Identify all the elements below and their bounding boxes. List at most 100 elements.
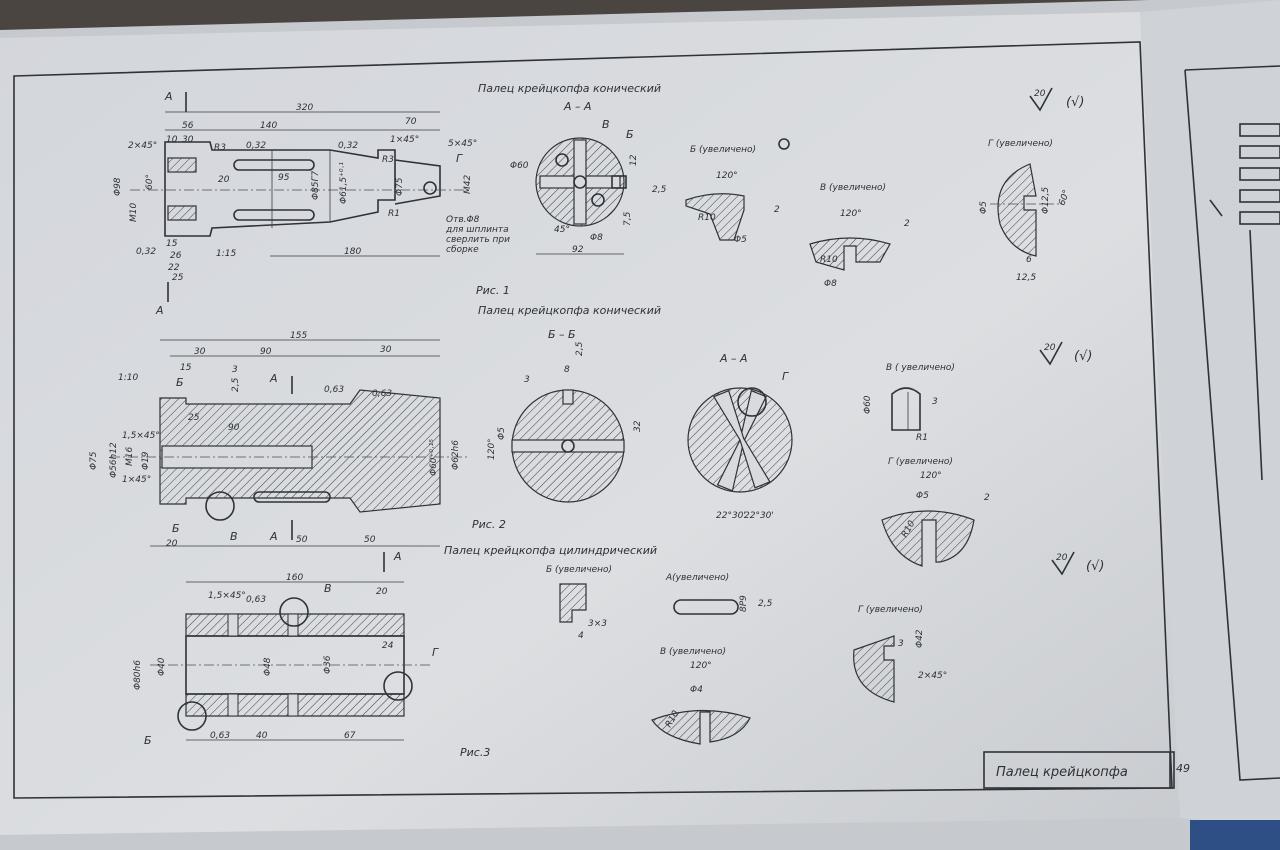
fig3-dim-20: 20	[376, 587, 388, 597]
book-cover-edge	[1190, 820, 1280, 850]
fig2-dim-d60: Φ60⁺⁰·¹⁵	[429, 439, 439, 476]
fig2-section-bb: Б – Б 2,5 8 3 120° Φ5 32	[487, 328, 643, 503]
fig1-rough-3: 0,32	[136, 247, 156, 257]
right-page-drawing	[1209, 123, 1280, 481]
fig1-dim-95: 95	[278, 173, 290, 183]
fig2-dim-50: 50	[296, 535, 308, 545]
fig1-detail-v-2: 2	[904, 219, 910, 229]
fig2-mark-b-top: Б	[176, 376, 184, 389]
fig1-dim-10: 10	[166, 135, 178, 145]
fig1-dim-25: 25	[172, 273, 184, 283]
fig2-dim-m16: M16	[125, 447, 135, 466]
fig1-dim-ch-r: 1×45°	[390, 135, 419, 145]
fig3-ch: 1,5×45°	[208, 591, 246, 601]
fig1-detail-b: Б (увеличено) 120° R10 Φ5 2	[685, 138, 790, 245]
fig3-dim-160: 160	[286, 573, 303, 583]
fig1-dim-140: 140	[260, 121, 277, 131]
fig1-section-mark-v: В	[602, 118, 610, 131]
fig2-section-bb-title: Б – Б	[548, 328, 576, 341]
fig3-dim-d80: Φ80h6	[133, 660, 143, 690]
fig2-dim-50b: 50	[364, 535, 376, 545]
section-mark-a-bottom: А	[155, 304, 164, 317]
fig2-detail-g-d5: Φ5	[916, 491, 929, 501]
fig2-caption: Рис. 2	[472, 518, 506, 531]
fig1-dim-20: 20	[218, 175, 230, 185]
fig2-ch-2: 1×45°	[122, 475, 151, 485]
fig2-mark-a-bottom: А	[269, 530, 278, 543]
fig1-section-75: 7,5	[623, 211, 633, 226]
right-page	[1140, 0, 1280, 830]
fig2-dim-15: 15	[180, 363, 192, 373]
fig1-detail-g-title: Г (увеличено)	[988, 139, 1053, 149]
fig2-bb-25: 2,5	[575, 341, 585, 356]
rough-mark-2-value: 20	[1044, 343, 1056, 353]
fig3-dim-d36: Φ36	[323, 655, 333, 674]
fig2-section-aa-title: А – А	[719, 352, 748, 365]
fig1-dim-d98: Φ98	[113, 177, 123, 196]
figure-3: Палец крейцкопфа цилиндрический Рис.3 А …	[133, 544, 657, 759]
fig2-title: Палец крейцкопфа конический	[478, 304, 661, 317]
fig1-mark-g: Г	[456, 152, 463, 165]
rough-mark-1-value: 20	[1034, 89, 1046, 99]
fig1-caption: Рис. 1	[476, 284, 510, 297]
fig3-detail-g-ch: 2×45°	[918, 671, 947, 681]
fig2-dim-3: 3	[232, 365, 238, 375]
fig2-dim-30b: 30	[380, 345, 392, 355]
fig1-dim-180: 180	[344, 247, 361, 257]
fig2-bb-d5: Φ5	[497, 427, 507, 440]
fig3-dim-d40: Φ40	[157, 657, 167, 676]
fig2-dim-30: 30	[194, 347, 206, 357]
fig1-dim-d615: Φ61,5⁺⁰·¹	[339, 162, 349, 204]
fig2-detail-g-2: 2	[984, 493, 990, 503]
fig1-title: Палец крейцкопфа конический	[478, 82, 661, 95]
fig2-bb-120: 120°	[487, 438, 497, 460]
fig2-mark-a-top: А	[269, 372, 278, 385]
fig1-dim-ch-left: 2×45°	[128, 141, 157, 151]
fig1-detail-b-d5: Φ5	[734, 235, 747, 245]
rough-mark-3-value: 20	[1056, 553, 1068, 563]
fig1-dim-26: 26	[170, 251, 182, 261]
fig2-aa-angle-1: 22°30'	[716, 511, 746, 521]
fig3-detail-b: Б (увеличено) 3×3 4	[546, 565, 612, 641]
fig2-detail-v-d60: Φ60	[863, 395, 873, 414]
figure-1: Палец крейцкопфа конический Рис. 1 А А 3…	[113, 82, 661, 317]
fig1-dim-d85: Φ85Г7	[311, 170, 321, 200]
fig3-detail-g: Г (увеличено) 3 Φ42 2×45°	[853, 605, 947, 703]
fig1-note-4: сборке	[446, 245, 479, 255]
fig3-detail-b-3x3: 3×3	[588, 619, 607, 629]
fig1-dim-r1: R1	[388, 209, 400, 219]
fig3-detail-g-d42: Φ42	[915, 629, 925, 648]
fig1-detail-g-d5: Φ5	[979, 201, 989, 214]
fig3-mark-a: А	[393, 550, 402, 563]
fig3-dim-67: 67	[344, 731, 356, 741]
fig3-dim-40: 40	[256, 731, 268, 741]
fig1-dim-22: 22	[168, 263, 180, 273]
roughness-mark-2: 20 (√)	[1039, 341, 1092, 366]
fig2-mark-b-bottom: Б	[172, 522, 180, 535]
fig3-caption: Рис.3	[460, 746, 490, 759]
title-block-text: Палец крейцкопфа	[996, 765, 1128, 780]
fig2-dim-d75: Φ75	[89, 451, 99, 470]
section-mark-a-top: А	[164, 90, 173, 103]
fig1-detail-b-title: Б (увеличено)	[690, 145, 756, 155]
fig3-detail-b-4: 4	[578, 631, 584, 641]
fig1-section-12: 12	[629, 154, 639, 166]
fig1-dim-56: 56	[182, 121, 194, 131]
fig1-section-d60: Φ60	[510, 161, 529, 171]
fig2-dim-20: 20	[166, 539, 178, 549]
fig2-rough-2: 0,63	[372, 389, 392, 399]
fig3-detail-g-3: 3	[898, 639, 904, 649]
fig1-detail-v: В (увеличено) 120° R10 Φ8 2	[809, 183, 910, 289]
fig1-detail-g-d125: Φ12,5	[1041, 187, 1051, 214]
fig1-taper: 1:15	[216, 249, 236, 259]
fig2-dim-25b: 25	[188, 413, 200, 423]
fig1-detail-b-r10: R10	[698, 213, 716, 223]
fig2-detail-v: В ( увеличено) Φ60 3 R1	[863, 363, 955, 443]
fig1-dim-overall: 320	[296, 103, 313, 113]
fig1-rough-1: 0,32	[246, 141, 266, 151]
fig1-dim-60deg: 60°	[145, 174, 155, 190]
fig2-bb-32: 32	[633, 420, 643, 432]
title-block	[983, 751, 1175, 789]
fig1-dim-15: 15	[166, 239, 178, 249]
fig1-detail-v-120: 120°	[840, 209, 862, 219]
